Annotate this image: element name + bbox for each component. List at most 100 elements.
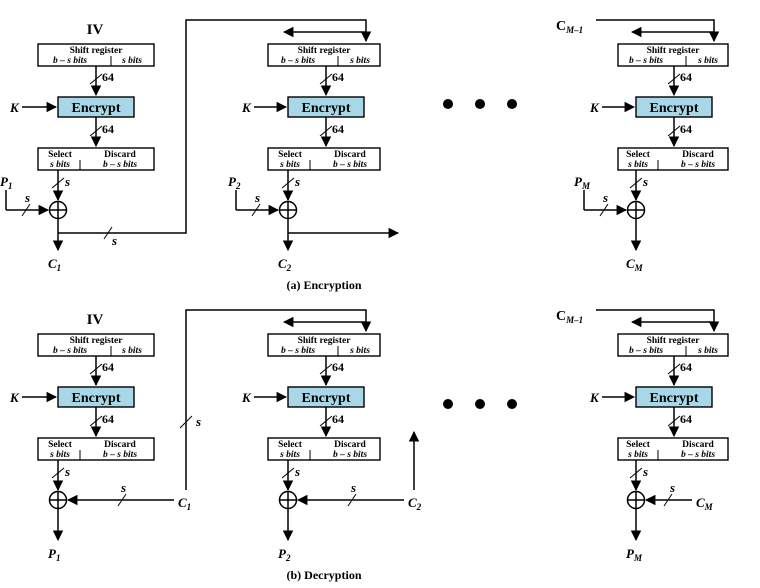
s-bits-label: s bits — [279, 160, 300, 170]
s-width-label: s — [195, 414, 201, 429]
s-bits-label: s bits — [697, 346, 718, 356]
encrypt-label: Encrypt — [302, 391, 351, 406]
xor-icon — [278, 490, 298, 510]
s-width-label: s — [120, 480, 126, 495]
width-64-label: 64 — [332, 70, 344, 84]
key-label: K — [241, 100, 252, 115]
ciphertext-label: C1 — [178, 495, 191, 512]
s-width-label: s — [64, 174, 70, 189]
shift-register-label: Shift register — [70, 336, 124, 346]
s-width-label: s — [294, 174, 300, 189]
ciphertext-label: C2 — [278, 256, 292, 273]
select-label: Select — [626, 150, 651, 160]
shift-register-box — [267, 43, 381, 67]
encrypt-label: Encrypt — [72, 101, 121, 116]
dec-stage-2: Shift register b – s bits s bits 64 Encr… — [241, 316, 422, 563]
select-discard-box — [617, 437, 729, 461]
width-64-label: 64 — [102, 412, 114, 426]
plaintext-label: PM — [574, 174, 591, 191]
enc-stage-1: Shift register b – s bits s bits 64 Encr… — [0, 19, 372, 273]
decryption-section: IV Shift register b – s bits s bits 64 E… — [9, 309, 729, 582]
ciphertext-label: C2 — [408, 495, 422, 512]
key-label: K — [9, 390, 20, 405]
bs-bits-label: b – s bits — [333, 160, 367, 170]
select-discard-box — [267, 147, 381, 171]
s-bits-label: s bits — [49, 160, 70, 170]
s-bits-label: s bits — [279, 450, 300, 460]
width-64-label: 64 — [102, 122, 114, 136]
shift-register-label: Shift register — [298, 336, 352, 346]
s-width-label: s — [24, 190, 30, 205]
select-label: Select — [278, 440, 303, 450]
bs-bits-label: b – s bits — [629, 56, 663, 66]
select-label: Select — [626, 440, 651, 450]
xor-icon — [626, 490, 646, 510]
bs-bits-label: b – s bits — [103, 450, 137, 460]
discard-label: Discard — [334, 150, 366, 160]
s-bits-label: s bits — [627, 160, 648, 170]
s-width-label: s — [111, 233, 117, 248]
xor-icon — [48, 200, 68, 220]
s-bits-label: s bits — [349, 56, 370, 66]
ellipsis-dots — [443, 99, 517, 109]
bs-bits-label: b – s bits — [103, 160, 137, 170]
plaintext-label: P1 — [48, 546, 60, 563]
s-bits-label: s bits — [349, 346, 370, 356]
bs-bits-label: b – s bits — [681, 160, 715, 170]
width-64-label: 64 — [680, 122, 692, 136]
prev-ciphertext-label: CM–1 — [556, 309, 583, 325]
ciphertext-label: CM — [626, 256, 644, 273]
width-64-label: 64 — [332, 360, 344, 374]
iv-label: IV — [87, 22, 104, 38]
ellipsis-dots — [443, 399, 517, 409]
plaintext-label: P1 — [0, 174, 12, 191]
shift-register-box — [617, 43, 729, 67]
discard-label: Discard — [104, 440, 136, 450]
select-label: Select — [48, 150, 73, 160]
select-label: Select — [48, 440, 73, 450]
width-64-label: 64 — [332, 122, 344, 136]
select-label: Select — [278, 150, 303, 160]
width-64-label: 64 — [332, 412, 344, 426]
select-discard-box — [617, 147, 729, 171]
discard-label: Discard — [104, 150, 136, 160]
decryption-caption: (b) Decryption — [287, 568, 362, 582]
bs-bits-label: b – s bits — [281, 346, 315, 356]
bs-bits-label: b – s bits — [53, 346, 87, 356]
width-64-label: 64 — [680, 412, 692, 426]
s-width-label: s — [669, 480, 675, 495]
key-label: K — [589, 390, 600, 405]
enc-stage-2: Shift register b – s bits s bits 64 Encr… — [228, 26, 400, 273]
s-width-label: s — [602, 190, 608, 205]
s-bits-label: s bits — [49, 450, 70, 460]
ciphertext-label: C1 — [48, 256, 61, 273]
shift-register-label: Shift register — [647, 46, 701, 56]
s-width-label: s — [294, 464, 300, 479]
dec-stage-1: Shift register b – s bits s bits 64 Encr… — [9, 309, 372, 563]
bs-bits-label: b – s bits — [53, 56, 87, 66]
s-bits-label: s bits — [121, 346, 142, 356]
iv-label: IV — [87, 312, 104, 328]
encryption-caption: (a) Encryption — [287, 278, 362, 292]
encrypt-label: Encrypt — [72, 391, 121, 406]
key-label: K — [241, 390, 252, 405]
bs-bits-label: b – s bits — [333, 450, 367, 460]
s-bits-label: s bits — [627, 450, 648, 460]
discard-label: Discard — [682, 150, 714, 160]
xor-icon — [48, 490, 68, 510]
key-label: K — [9, 100, 20, 115]
xor-icon — [626, 200, 646, 220]
key-label: K — [589, 100, 600, 115]
prev-ciphertext-label: CM–1 — [556, 19, 583, 35]
width-64-label: 64 — [680, 360, 692, 374]
dec-stage-m: CM–1 Shift register b – s bits s bits 64… — [556, 309, 729, 563]
shift-register-label: Shift register — [298, 46, 352, 56]
shift-register-box — [267, 333, 381, 357]
plaintext-label: P2 — [278, 546, 291, 563]
shift-register-label: Shift register — [70, 46, 124, 56]
bs-bits-label: b – s bits — [681, 450, 715, 460]
select-discard-box — [37, 147, 155, 171]
discard-label: Discard — [334, 440, 366, 450]
xor-icon — [278, 200, 298, 220]
